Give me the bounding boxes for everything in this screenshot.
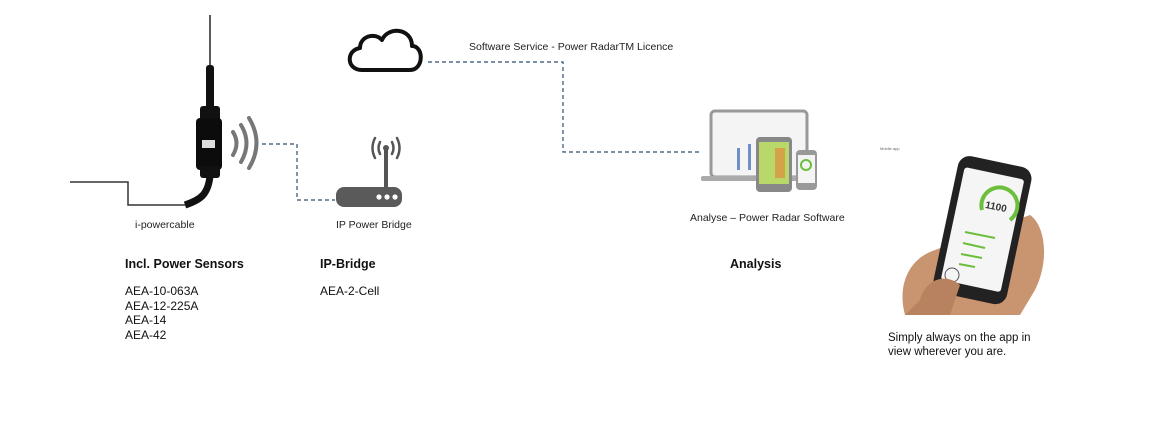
bridge-caption: IP Power Bridge (336, 219, 412, 231)
mobile-description: Simply always on the app in view whereve… (888, 331, 1031, 359)
sensor-model: AEA-12-225A (125, 298, 199, 313)
cloud-icon (347, 29, 423, 72)
sensor-model: AEA-10-063A (125, 284, 199, 298)
sensor-model: AEA-14 (125, 313, 167, 327)
bridge-heading: IP-Bridge (320, 257, 376, 271)
power-line (70, 181, 185, 206)
analysis-heading: Analysis (730, 257, 782, 271)
sensor-model: AEA-42 (125, 327, 167, 342)
mobile-description-line: Simply always on the app in (888, 332, 1031, 344)
devices-icon (701, 109, 817, 192)
sensors-heading: Incl. Power Sensors (125, 257, 244, 271)
sensor-bridge-connector (262, 143, 335, 201)
router-icon (336, 136, 402, 207)
sensor-model-list: AEA-10-063A AEA-12-225A AEA-14 AEA-42 (125, 284, 198, 342)
software-caption: Analyse – Power Radar Software (690, 212, 845, 224)
sensor-caption: i-powercable (135, 219, 195, 231)
mobile-description-line: view wherever you are. (888, 346, 1007, 358)
cloud-software-connector (428, 61, 700, 153)
wireless-signal-icon (231, 116, 259, 170)
i-powercable-icon (183, 15, 222, 209)
cloud-label: Software Service - Power RadarTM Licence (469, 41, 674, 53)
bridge-model: AEA-2-Cell (320, 284, 380, 298)
mobile-phone-in-hand-icon (902, 156, 1045, 315)
mobile-app-label: Mobile app (880, 146, 900, 151)
bridge-model-list: AEA-2-Cell (320, 284, 379, 299)
